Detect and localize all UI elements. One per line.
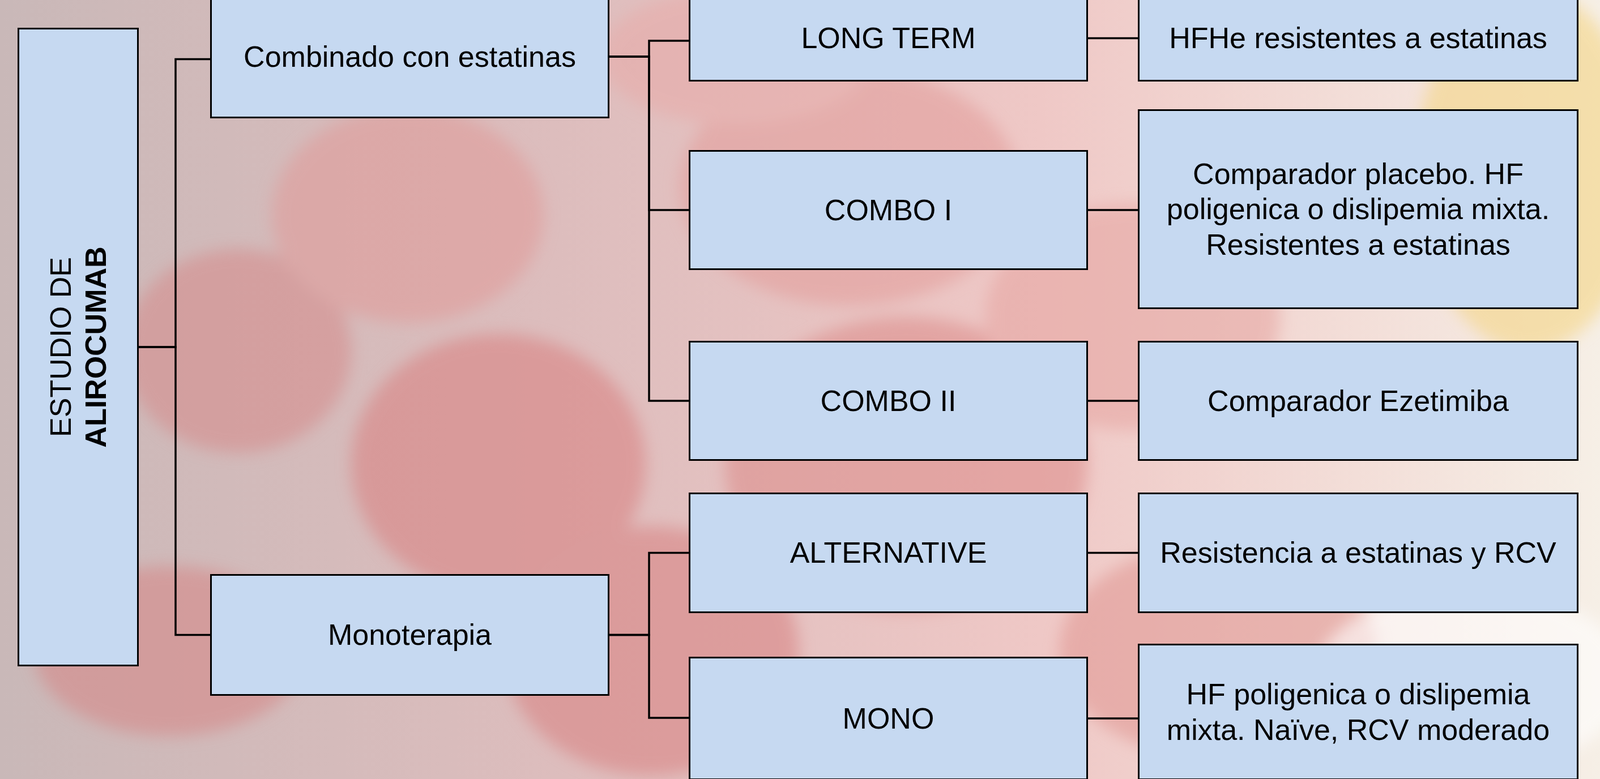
connector-line — [1088, 37, 1138, 40]
box-label: COMBO II — [690, 383, 1086, 419]
connector-line — [1088, 399, 1138, 403]
box-label: LONG TERM — [690, 20, 1086, 56]
trial-box: COMBO I — [688, 150, 1088, 271]
box-label: ALTERNATIVE — [690, 535, 1086, 571]
box-label: Combinado con estatinas — [212, 39, 608, 75]
box-label: Comparador Ezetimiba — [1140, 383, 1577, 419]
group-box: Monoterapia — [210, 574, 610, 697]
box-label: HF poligenica o dislipemia mixta. Naïve,… — [1140, 676, 1577, 748]
box-label: ALIROCUMAB — [78, 30, 114, 665]
box-label: Comparador placebo. HF poligenica o disl… — [1140, 156, 1577, 263]
trial-box: LONG TERM — [688, 0, 1088, 82]
trial-box: COMBO II — [688, 340, 1088, 462]
connector-line — [1088, 208, 1138, 212]
trial-box: ALTERNATIVE — [688, 492, 1088, 614]
box-label: Resistencia a estatinas y RCV — [1140, 535, 1577, 571]
group-box: Combinado con estatinas — [210, 0, 610, 119]
trial-box: MONO — [688, 656, 1088, 779]
study-title-box: ESTUDIO DEALIROCUMAB — [17, 27, 139, 667]
description-box: Comparador placebo. HF poligenica o disl… — [1137, 109, 1579, 310]
connector-line — [609, 56, 689, 401]
description-box: Comparador Ezetimiba — [1137, 340, 1579, 462]
description-box: Resistencia a estatinas y RCV — [1137, 492, 1579, 614]
connector-line — [609, 553, 689, 636]
box-label: MONO — [690, 701, 1086, 737]
description-box: HFHe resistentes a estatinas — [1137, 0, 1579, 82]
connector-line — [1088, 552, 1138, 555]
connector-line — [1088, 717, 1138, 720]
connector-line — [138, 59, 211, 348]
connector-line — [609, 40, 689, 57]
box-label: ESTUDIO DE — [42, 30, 78, 665]
box-label: COMBO I — [690, 192, 1086, 228]
connector-line — [138, 347, 211, 636]
box-label: Monoterapia — [212, 617, 608, 653]
description-box: HF poligenica o dislipemia mixta. Naïve,… — [1137, 643, 1579, 779]
box-label: HFHe resistentes a estatinas — [1140, 20, 1577, 56]
connector-line — [609, 635, 689, 719]
